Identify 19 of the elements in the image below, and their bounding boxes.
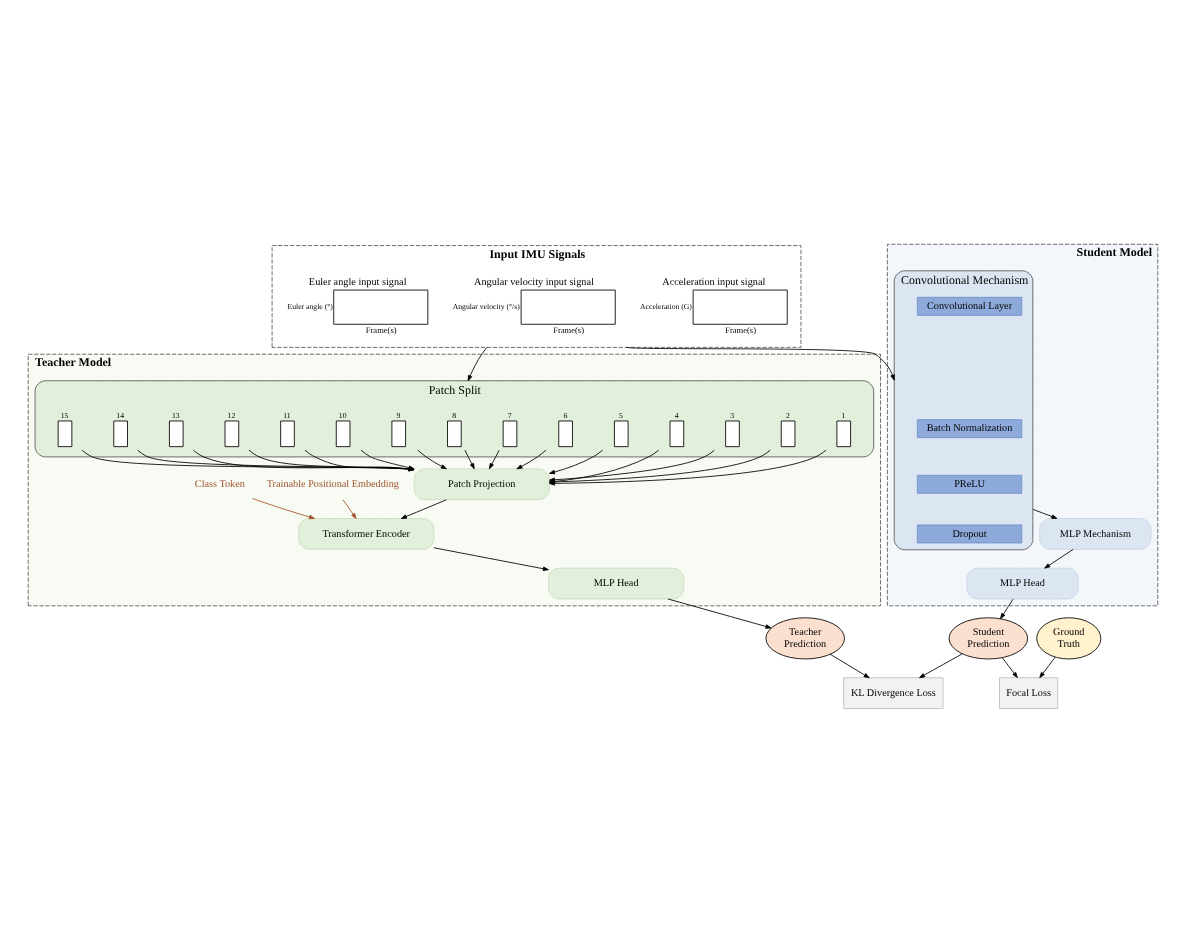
arrow [1044, 549, 1074, 569]
arrow [400, 499, 447, 519]
arrow [467, 346, 488, 382]
arrow [417, 449, 447, 470]
arrow [919, 653, 963, 679]
arrow [251, 498, 315, 520]
arrow [1039, 656, 1056, 678]
arrow [1032, 508, 1058, 519]
arrow [667, 598, 772, 629]
arrow [549, 449, 604, 475]
arrow [516, 449, 547, 470]
arrow [464, 449, 475, 470]
arrow [829, 653, 870, 679]
arrow [1000, 598, 1014, 620]
arrow [433, 547, 549, 571]
arrow [625, 346, 895, 381]
arrow [342, 499, 357, 519]
arrow [489, 449, 500, 470]
arrow [1002, 657, 1018, 678]
